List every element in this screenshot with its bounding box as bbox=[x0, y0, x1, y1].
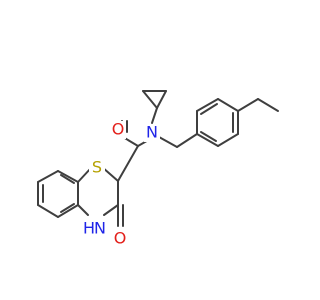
benzene-ring bbox=[37, 170, 79, 218]
amide-nitrogen-label: N bbox=[146, 123, 158, 142]
label-background bbox=[79, 220, 111, 238]
atom-ring-oxygen: O bbox=[112, 229, 128, 248]
atom-sulfur: S bbox=[89, 158, 105, 177]
molecule-structure: S N H N O O bbox=[37, 90, 279, 248]
aromatic-double-bond bbox=[200, 103, 218, 115]
bond bbox=[217, 98, 239, 112]
bond bbox=[196, 133, 219, 147]
atom-ring-nitrogen: H N bbox=[79, 219, 111, 238]
cyclopropyl-group bbox=[142, 90, 167, 124]
bond bbox=[257, 98, 279, 112]
atom-chain-oxygen: O bbox=[110, 120, 126, 139]
chain-oxygen-label: O bbox=[112, 120, 125, 139]
aromatic-double-bond bbox=[200, 131, 217, 142]
structure-drawing: S N H N O O bbox=[37, 90, 279, 248]
label-background bbox=[89, 159, 105, 177]
bond bbox=[196, 98, 219, 112]
sulfur-label: S bbox=[92, 158, 102, 177]
ring-oxygen-label: O bbox=[114, 229, 127, 248]
ethyl-group bbox=[237, 98, 279, 112]
bond bbox=[117, 145, 139, 182]
bond bbox=[156, 90, 167, 109]
bond bbox=[151, 107, 158, 124]
atom-amide-nitrogen: N bbox=[144, 123, 160, 142]
aromatic-double-bond bbox=[60, 174, 75, 184]
bond bbox=[158, 136, 178, 148]
label-background bbox=[112, 230, 128, 248]
bond bbox=[103, 204, 119, 216]
benzyl-group bbox=[158, 98, 239, 148]
label-background bbox=[110, 121, 126, 139]
bond bbox=[77, 167, 92, 183]
bond bbox=[77, 204, 89, 216]
bond bbox=[57, 170, 79, 183]
bond bbox=[142, 90, 158, 109]
label-background bbox=[144, 124, 160, 142]
thiazine-ring bbox=[77, 166, 124, 227]
bond bbox=[37, 170, 59, 183]
bond bbox=[237, 98, 259, 112]
bond bbox=[176, 133, 198, 148]
ring-nitrogen-h-label: H bbox=[83, 219, 95, 238]
bond bbox=[37, 204, 59, 218]
aromatic-double-bond bbox=[60, 203, 75, 213]
ring-nitrogen-label: N bbox=[94, 219, 106, 238]
bond bbox=[217, 133, 239, 147]
bond bbox=[57, 204, 79, 218]
